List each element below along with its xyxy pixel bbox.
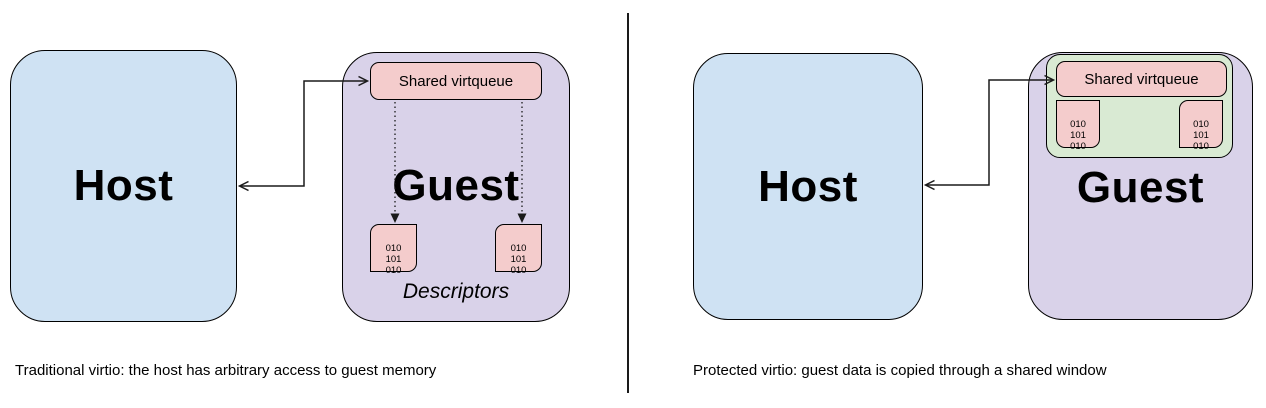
arrowhead-left-icon [237,180,249,192]
traditional-caption: Traditional virtio: the host has arbitra… [15,362,437,379]
protected-shared-virtqueue-box: Shared virtqueue [1056,61,1227,97]
protected-shared-virtqueue-label: Shared virtqueue [1084,70,1199,88]
descriptor-box-left: 010 101 010 [370,224,417,276]
descriptor-box-right: 010 101 010 [495,224,542,276]
traditional-shared-virtqueue-box: Shared virtqueue [370,62,542,100]
descriptor-bits: 010 101 010 [510,243,527,276]
protected-guest-label: Guest [1076,163,1205,212]
section-divider [627,13,629,393]
window-bits-box-left: 010 101 010 [1056,100,1100,152]
window-bits: 010 101 010 [1070,119,1086,152]
window-bits-box-right: 010 101 010 [1179,100,1223,152]
protected-caption: Protected virtio: guest data is copied t… [693,362,1107,379]
protected-host-label: Host [758,161,858,211]
traditional-guest-label: Guest [392,161,520,210]
protected-host-box: Host [693,53,923,320]
descriptor-bits: 010 101 010 [385,243,402,276]
descriptors-label: Descriptors [402,280,510,303]
traditional-host-box: Host [10,50,237,322]
arrowhead-left-icon [923,179,935,191]
traditional-shared-virtqueue-label: Shared virtqueue [398,72,514,90]
traditional-host-label: Host [73,161,174,210]
window-bits: 010 101 010 [1193,119,1209,152]
